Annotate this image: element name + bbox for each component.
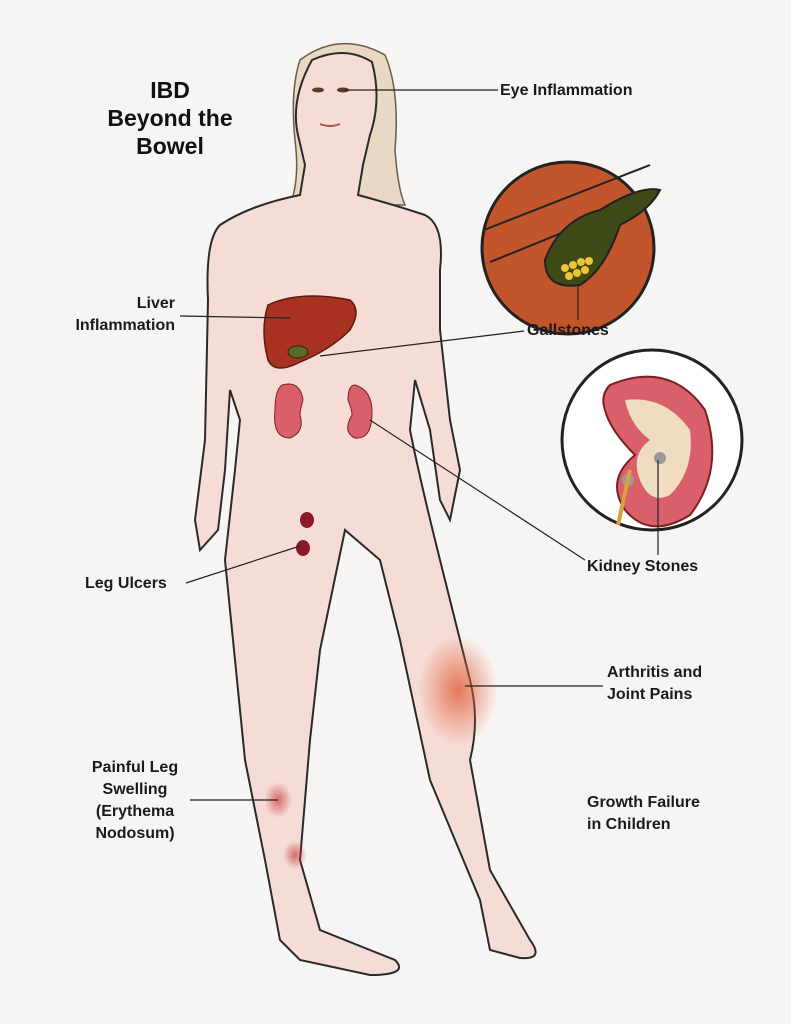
title-line: IBD — [150, 77, 190, 103]
mouth — [319, 123, 341, 127]
leader-lines — [179, 89, 659, 801]
label-growth-failure: Growth Failure in Children — [587, 792, 700, 836]
label-line: in Children — [587, 816, 671, 833]
label-gallstones: Gallstones — [527, 322, 609, 339]
label-line: Joint Pains — [607, 686, 693, 703]
gallstones-inset — [480, 160, 662, 336]
label-line: Arthritis and — [607, 664, 703, 681]
eye — [312, 87, 324, 93]
kidney-left — [274, 383, 304, 439]
leg-ulcer — [300, 512, 314, 528]
label-line: Liver — [136, 295, 175, 312]
label-line: (Erythema — [95, 803, 175, 820]
page-title: IBD Beyond the Bowel — [80, 76, 260, 160]
title-line: Bowel — [136, 133, 204, 159]
gallbladder-small — [287, 345, 309, 359]
label-line: Swelling — [102, 781, 168, 798]
label-kidney-stones: Kidney Stones — [587, 558, 699, 575]
title-line: Beyond the — [107, 105, 233, 131]
label-line: Inflammation — [75, 317, 175, 334]
label-leg-ulcers: Leg Ulcers — [85, 575, 167, 592]
body — [193, 51, 537, 977]
label-line: Painful Leg — [91, 759, 179, 776]
label-arthritis: Arthritis and Joint Pains — [607, 662, 702, 706]
label-line: Growth Failure — [587, 794, 700, 811]
kidney-stones-inset — [560, 348, 744, 532]
label-liver-inflammation: Liver Inflammation — [40, 293, 175, 337]
kidney-right — [347, 384, 373, 439]
eye — [337, 87, 349, 93]
leg-nodule — [283, 841, 307, 869]
label-line: Nodosum) — [95, 825, 175, 842]
label-eye-inflammation: Eye Inflammation — [500, 82, 633, 99]
leg-ulcer — [296, 540, 310, 556]
label-erythema-nodosum: Painful Leg Swelling (Erythema Nodosum) — [70, 757, 200, 845]
knee-inflammation — [418, 635, 498, 745]
liver — [263, 295, 357, 369]
